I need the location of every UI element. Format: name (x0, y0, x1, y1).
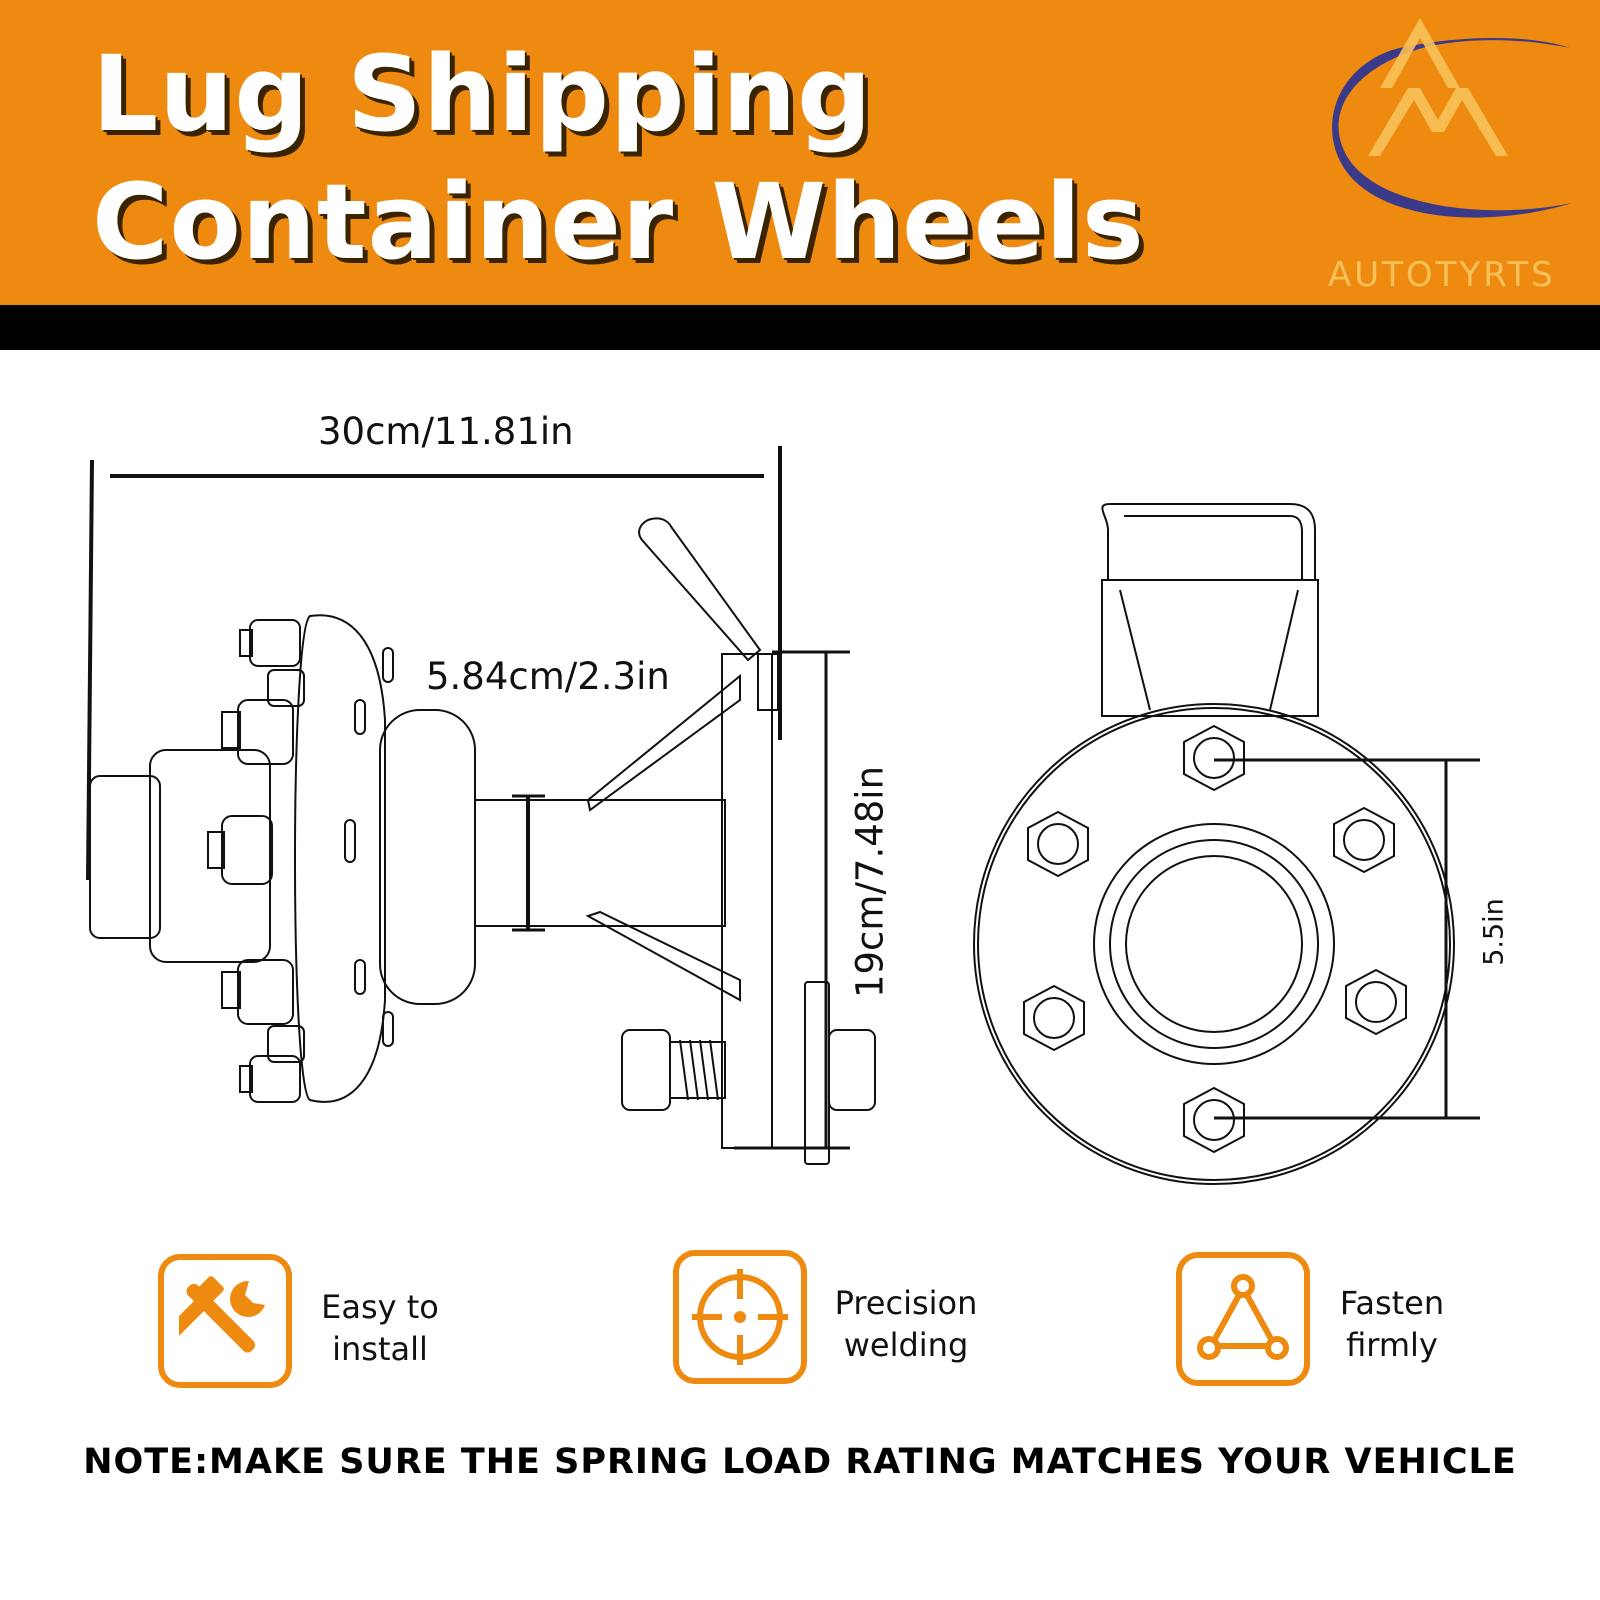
title-line-1: Lug Shipping (92, 33, 873, 155)
brand-logo (1332, 18, 1572, 218)
extension-line-left (86, 459, 94, 881)
feature-fasten-badge (1176, 1252, 1310, 1386)
front-flange (973, 703, 1455, 1185)
hub-cap (89, 775, 161, 939)
axle-shaft (474, 799, 726, 927)
overall-length-label: 30cm/11.81in (318, 410, 574, 453)
nut (828, 1029, 876, 1111)
tools-icon (179, 1276, 265, 1353)
front-bracket (1101, 579, 1319, 717)
feature-install-text: Easy to install (321, 1288, 439, 1368)
page-title: Lug Shipping Container Wheels (92, 30, 1145, 286)
hub-body (149, 749, 271, 963)
center-bore (1093, 823, 1335, 1065)
feature-welding-text: Precision welding (834, 1284, 978, 1364)
header-divider (0, 305, 1600, 350)
upper-gusset (586, 673, 741, 812)
side-view (86, 446, 876, 1165)
front-view (973, 503, 1480, 1185)
feature-install-badge (158, 1254, 292, 1388)
crosshair-icon (692, 1269, 788, 1365)
mounting-plate (721, 653, 773, 1149)
plate-height-label: 19cm/7.48in (848, 765, 892, 999)
bolt-head (621, 1029, 671, 1111)
bolt-circle-label: 5.5in (1478, 898, 1510, 966)
bolt-holes (1023, 724, 1407, 1154)
title-line-2: Container Wheels (92, 161, 1145, 283)
triangle-nodes-icon (1197, 1274, 1289, 1360)
header-banner (0, 0, 1600, 305)
feature-fasten-text: Fasten firmly (1339, 1284, 1445, 1364)
spring (679, 1039, 719, 1101)
note-text: NOTE:MAKE SURE THE SPRING LOAD RATING MA… (83, 1442, 1517, 1482)
shaft-length-label: 5.84cm/2.3in (426, 655, 670, 698)
lug-nuts (207, 619, 305, 1103)
hub-drum (379, 709, 476, 1005)
feature-welding-badge (673, 1250, 807, 1384)
hub-diagram (86, 446, 1480, 1185)
hub-flange (294, 614, 386, 1103)
mount-handle (638, 517, 762, 662)
lower-gusset (585, 910, 741, 1002)
brand-name: AUTOTYRTS (1328, 255, 1556, 295)
